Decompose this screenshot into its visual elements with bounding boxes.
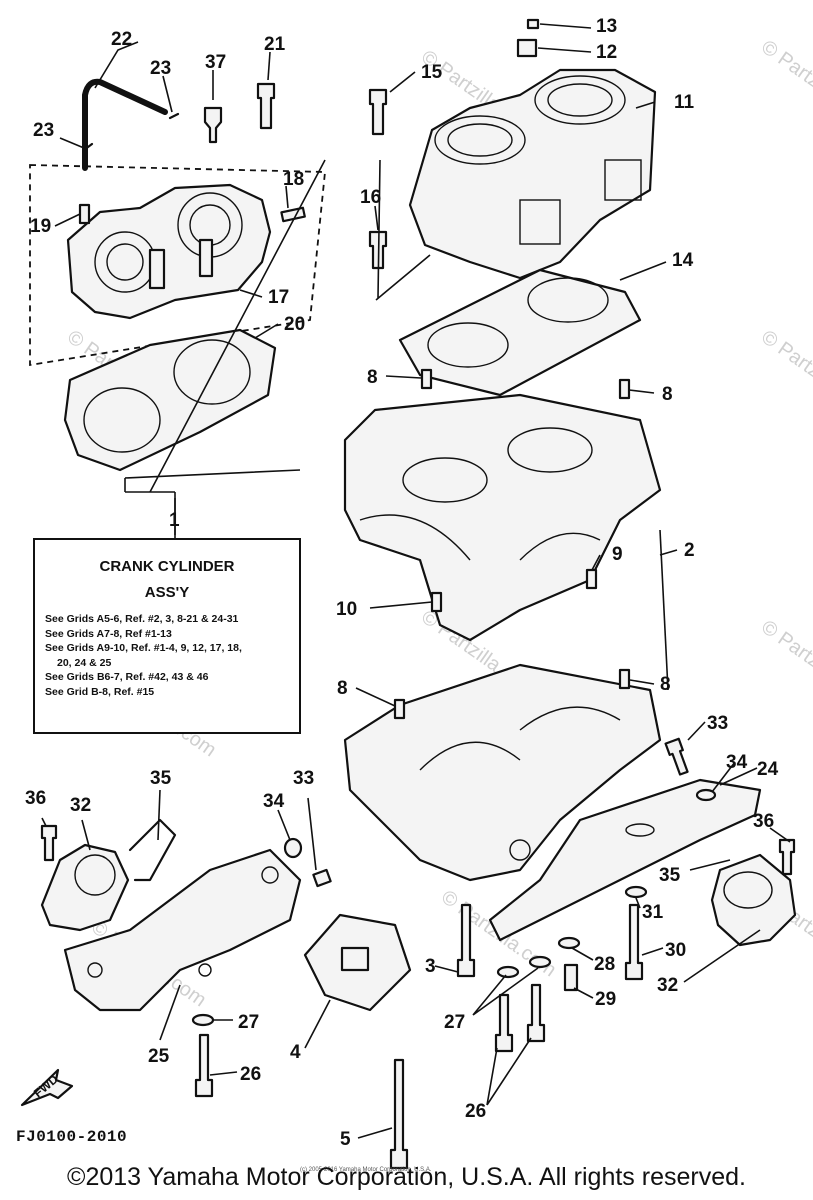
callout-35: 35	[150, 768, 172, 789]
callout-27: 27	[238, 1012, 259, 1033]
screw	[526, 18, 540, 30]
callout-28: 28	[594, 954, 615, 975]
callout-numbers: 1 2 3 4 5 8 8 8 8 9 10 11 12 13 14 15 16…	[25, 16, 779, 1150]
rubber-mount-left	[40, 843, 130, 932]
callout-22: 22	[111, 29, 132, 50]
callout-8: 8	[367, 367, 378, 388]
upper-crankcase	[343, 393, 662, 642]
lower-crankcase	[343, 663, 662, 882]
cylinder-head-group	[29, 78, 326, 367]
callout-16: 16	[360, 187, 381, 208]
head-gasket	[63, 328, 277, 472]
bolt	[256, 82, 276, 130]
callout-37: 37	[205, 52, 226, 73]
clip	[82, 112, 180, 152]
cylinder-block	[368, 18, 657, 280]
dowel-pins	[393, 368, 631, 720]
engine-mount-left	[63, 848, 302, 1012]
callout-26: 26	[465, 1101, 486, 1122]
callout-31: 31	[642, 902, 664, 923]
small-copyright: (c) 2005-2016 Yamaha Motor Corporation, …	[300, 1167, 432, 1173]
callout-17: 17	[268, 287, 289, 308]
callout-1: 1	[169, 510, 180, 531]
callout-14: 14	[672, 250, 694, 271]
callout-32: 32	[70, 795, 91, 816]
callout-4: 4	[290, 1042, 301, 1063]
callout-11: 11	[674, 92, 695, 113]
callout-8: 8	[337, 678, 348, 699]
callout-25: 25	[148, 1046, 170, 1067]
callout-10: 10	[336, 599, 357, 620]
callout-12: 12	[596, 42, 617, 63]
note-line: See Grids B6-7, Ref. #42, 43 & 46	[45, 671, 209, 683]
callout-8: 8	[662, 384, 673, 405]
bolt	[368, 88, 388, 136]
cylinder-head	[66, 183, 272, 320]
callout-23: 23	[33, 120, 54, 141]
callout-36: 36	[25, 788, 46, 809]
callout-30: 30	[665, 940, 686, 961]
callout-26: 26	[240, 1064, 261, 1085]
callout-27: 27	[444, 1012, 465, 1033]
callout-15: 15	[421, 62, 443, 83]
note-line: 20, 24 & 25	[57, 656, 112, 669]
callout-33: 33	[293, 768, 314, 789]
callout-2: 2	[684, 540, 695, 561]
note-line: See Grids A9-10, Ref. #1-4, 9, 12, 17, 1…	[45, 642, 242, 654]
bolt	[312, 868, 332, 888]
callout-34: 34	[726, 752, 748, 773]
bracket-block	[303, 913, 412, 1012]
callout-3: 3	[425, 956, 436, 977]
note-line: See Grids A7-8, Ref #1-13	[45, 627, 172, 640]
callout-5: 5	[340, 1129, 351, 1150]
note-title-line: ASS'Y	[144, 584, 190, 601]
callout-18: 18	[283, 169, 304, 190]
note-line: See Grids A5-6, Ref. #2, 3, 8-21 & 24-31	[45, 613, 239, 625]
callout-24: 24	[757, 759, 779, 780]
forward-arrow: FWD	[20, 1068, 74, 1107]
callout-29: 29	[595, 989, 616, 1010]
rubber-mount-right	[710, 853, 797, 947]
cylinder-gasket	[398, 268, 642, 397]
callout-19: 19	[30, 216, 51, 237]
bracket	[516, 38, 538, 58]
group-bracket	[124, 478, 176, 538]
hose	[82, 78, 168, 171]
callout-20: 20	[284, 314, 305, 335]
callout-23: 23	[150, 58, 171, 79]
callout-21: 21	[264, 34, 286, 55]
callout-33: 33	[707, 713, 728, 734]
callout-9: 9	[612, 544, 623, 565]
note-lines: See Grids A5-6, Ref. #2, 3, 8-21 & 24-31…	[45, 612, 242, 699]
callout-34: 34	[263, 791, 285, 812]
note-title-line: CRANK CYLINDER	[99, 558, 235, 575]
watermark: © Partzilla.com	[757, 36, 813, 131]
callout-36: 36	[753, 811, 774, 832]
dowel-pin	[78, 203, 91, 225]
copyright-text: ©2013 Yamaha Motor Corporation, U.S.A. A…	[67, 1163, 746, 1191]
note-line: See Grid B-8, Ref. #15	[45, 685, 155, 698]
reference-note-box: CRANK CYLINDER ASS'Y See Grids A5-6, Ref…	[33, 538, 301, 734]
note-title: CRANK CYLINDER ASS'Y	[35, 554, 299, 606]
clip	[128, 818, 177, 882]
drawing-code: FJ0100-2010	[16, 1128, 128, 1146]
watermark: © Partzilla.com	[757, 326, 813, 421]
callout-13: 13	[596, 16, 617, 37]
bolt	[664, 737, 689, 776]
callout-32: 32	[657, 975, 678, 996]
watermark: © Partzilla.com	[757, 616, 813, 711]
bolt	[40, 824, 58, 862]
plug	[203, 106, 223, 144]
callout-35: 35	[659, 865, 681, 886]
bolt	[778, 838, 796, 876]
callout-8: 8	[660, 674, 671, 695]
engine-mount-right	[488, 778, 762, 942]
lower-bolts	[40, 737, 796, 1170]
leader-lines	[41, 23, 791, 1139]
